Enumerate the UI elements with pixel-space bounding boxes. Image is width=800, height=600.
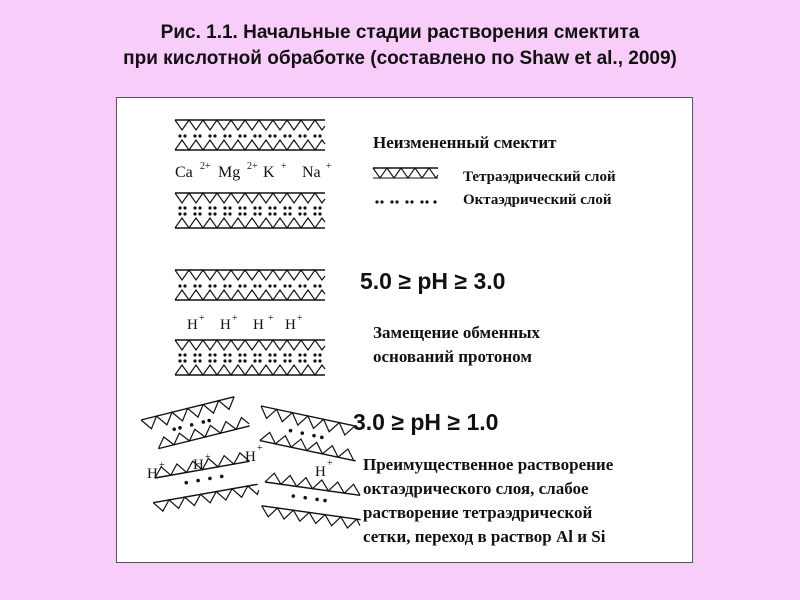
smectite-fragment-left-lower <box>152 451 260 513</box>
svg-text:+: + <box>268 313 274 324</box>
svg-text:+: + <box>327 458 333 469</box>
svg-text:+: + <box>199 313 205 324</box>
svg-text:+: + <box>257 443 263 454</box>
legend-octahedral-label: Октаэдрический слой <box>463 192 612 208</box>
svg-text:+: + <box>281 161 287 172</box>
svg-text:H: H <box>253 317 264 333</box>
stage2-description-line2: оснований протоном <box>373 347 532 366</box>
proton-ions-stage3: H + H + H + H + <box>147 443 333 482</box>
svg-text:Mg: Mg <box>218 164 240 181</box>
stage3-description-line2: октаэдрического слоя, слабое <box>363 479 589 498</box>
svg-text:+: + <box>326 161 332 172</box>
svg-text:2+: 2+ <box>200 161 211 172</box>
legend-tetrahedral <box>372 167 439 179</box>
diagram-panel: Ca 2+ Mg 2+ K + Na + Неизмененный смекти… <box>116 97 693 563</box>
svg-text:H: H <box>187 317 198 333</box>
smectite-fragment-right-lower <box>261 472 361 529</box>
svg-text:H: H <box>285 317 296 333</box>
stage3-description-line3: растворение тетраэдрической <box>363 503 592 522</box>
legend-tetrahedral-label: Тетраэдрический слой <box>463 169 616 185</box>
svg-text:H: H <box>193 457 204 473</box>
stage3-ph-label: 3.0 ≥ pH ≥ 1.0 <box>353 409 498 435</box>
svg-text:H: H <box>220 317 231 333</box>
slide-title-line1: Рис. 1.1. Начальные стадии растворения с… <box>160 22 640 43</box>
svg-text:Na: Na <box>302 164 321 181</box>
svg-text:+: + <box>205 452 211 463</box>
smectite-fragment-right-upper <box>259 405 356 462</box>
svg-text:H: H <box>147 466 158 482</box>
stage1-label: Неизмененный смектит <box>373 133 557 152</box>
slide-title-line2: при кислотной обработке (составлено по S… <box>123 48 677 69</box>
exchange-cations-label: Ca 2+ Mg 2+ K + Na + <box>175 161 332 181</box>
svg-text:+: + <box>159 460 165 471</box>
stage3-description-line4: сетки, переход в раствор Al и Si <box>363 527 606 546</box>
svg-text:H: H <box>315 464 326 480</box>
stage2-ph-label: 5.0 ≥ pH ≥ 3.0 <box>360 268 505 294</box>
svg-text:+: + <box>297 313 303 324</box>
svg-text:2+: 2+ <box>247 161 258 172</box>
svg-text:H: H <box>245 449 256 465</box>
stage2-description-line1: Замещение обменных <box>373 323 541 342</box>
legend-octahedral <box>375 200 437 204</box>
smectite-fragment-left-upper <box>140 396 250 450</box>
svg-text:Ca: Ca <box>175 164 193 181</box>
svg-text:K: K <box>263 164 275 181</box>
svg-text:+: + <box>232 313 238 324</box>
stage3-description-line1: Преимущественное растворение <box>363 455 614 474</box>
proton-ions-stage2: H + H + H + H + <box>187 313 303 333</box>
